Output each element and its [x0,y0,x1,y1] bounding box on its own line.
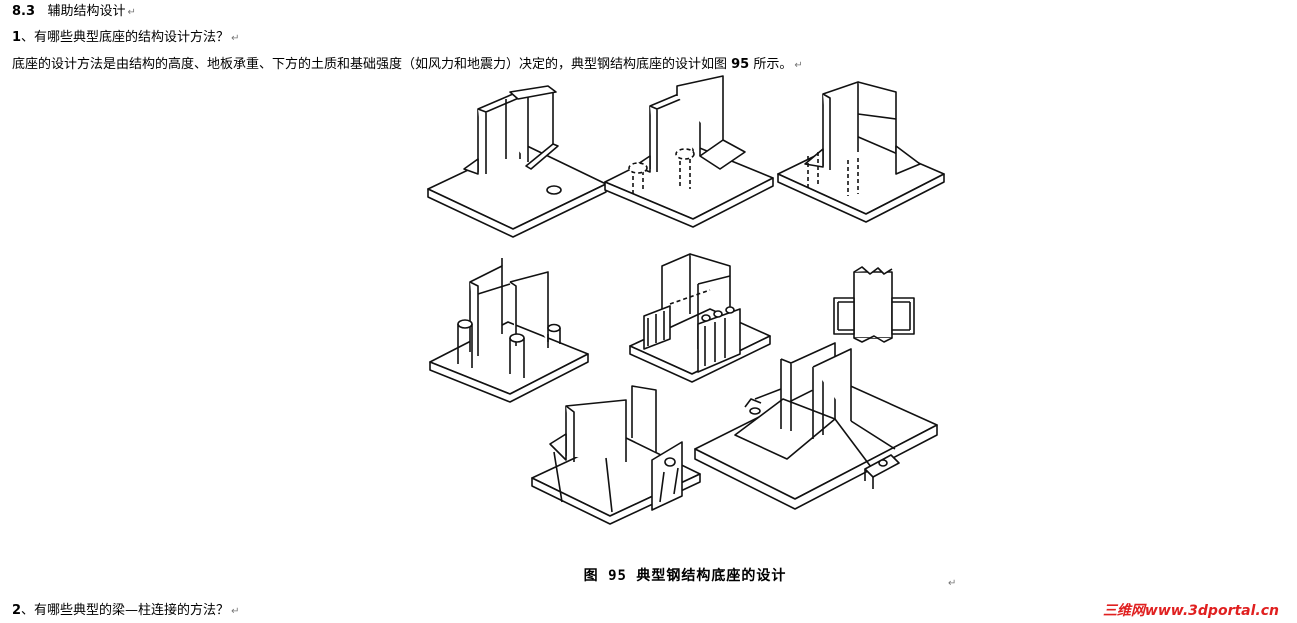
section-title: 辅助结构设计 [47,4,126,19]
base-plate-3 [778,82,944,222]
section-heading: 8.3 辅助结构设计↵ [12,0,136,19]
base-plate-4 [430,258,588,402]
question-1-text: 、有哪些典型底座的结构设计方法？ [21,30,230,45]
paragraph-mark: ↵ [231,606,240,617]
base-plate-2 [605,76,773,227]
base-plate-8 [695,343,937,509]
question-2-text: 、有哪些典型的梁—柱连接的方法？ [21,603,230,618]
base-plate-1 [428,86,606,237]
figure-reference: 95 [731,57,750,72]
question-1: 1、有哪些典型底座的结构设计方法？↵ [12,26,239,45]
paragraph-text-after: 所示。 [749,57,793,72]
question-2-number: 2 [12,603,22,618]
section-number: 8.3 [12,4,36,19]
steel-base-illustration [420,74,950,564]
paragraph-mark: ↵ [127,7,136,18]
paragraph-mark: ↵ [231,33,240,44]
base-plate-5 [630,254,770,382]
base-plate-7 [532,386,700,524]
question-1-number: 1 [12,30,22,45]
paragraph-mark: ↵ [794,60,803,71]
figure-95: 图 95 典型钢结构底座的设计 [420,74,950,590]
question-2: 2、有哪些典型的梁—柱连接的方法？↵ [12,599,239,618]
site-watermark: 三维网www.3dportal.cn [1102,603,1279,619]
base-plate-6-plan [834,267,914,342]
body-paragraph: 底座的设计方法是由结构的高度、地板承重、下方的土质和基础强度（如风力和地震力）决… [12,53,803,72]
paragraph-mark: ↵ [948,578,957,589]
paragraph-text-before: 底座的设计方法是由结构的高度、地板承重、下方的土质和基础强度（如风力和地震力）决… [12,57,732,72]
figure-caption: 图 95 典型钢结构底座的设计 [583,568,787,584]
